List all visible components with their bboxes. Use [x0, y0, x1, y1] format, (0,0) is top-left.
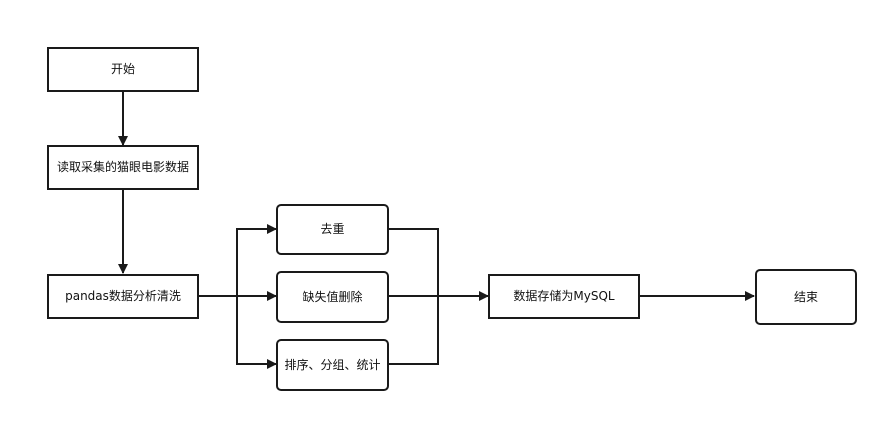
- edge-clean-to-sort: [236, 296, 277, 369]
- node-missing-removal: 缺失值删除: [276, 271, 389, 323]
- edge-sort-to-store: [388, 296, 439, 365]
- node-end-label: 结束: [793, 289, 818, 304]
- node-sort-group-stats: 排序、分组、统计: [276, 339, 389, 391]
- node-dedup: 去重: [276, 204, 389, 255]
- node-missing-removal-label: 缺失值删除: [302, 289, 363, 304]
- node-store-mysql-label: 数据存储为MySQL: [513, 289, 615, 303]
- node-read-data-label: 读取采集的猫眼电影数据: [56, 160, 189, 174]
- node-store-mysql: 数据存储为MySQL: [488, 274, 640, 319]
- edge-clean-to-dedup: [198, 224, 277, 297]
- node-read-data: 读取采集的猫眼电影数据: [47, 145, 199, 190]
- edge-dedup-to-store: [388, 228, 439, 296]
- node-pandas-clean-label: pandas数据分析清洗: [65, 289, 181, 303]
- node-sort-group-stats-label: 排序、分组、统计: [284, 357, 381, 372]
- node-start-label: 开始: [110, 62, 135, 76]
- node-end: 结束: [755, 269, 857, 325]
- node-start: 开始: [47, 47, 199, 92]
- node-dedup-label: 去重: [320, 222, 345, 236]
- node-pandas-clean: pandas数据分析清洗: [47, 274, 199, 319]
